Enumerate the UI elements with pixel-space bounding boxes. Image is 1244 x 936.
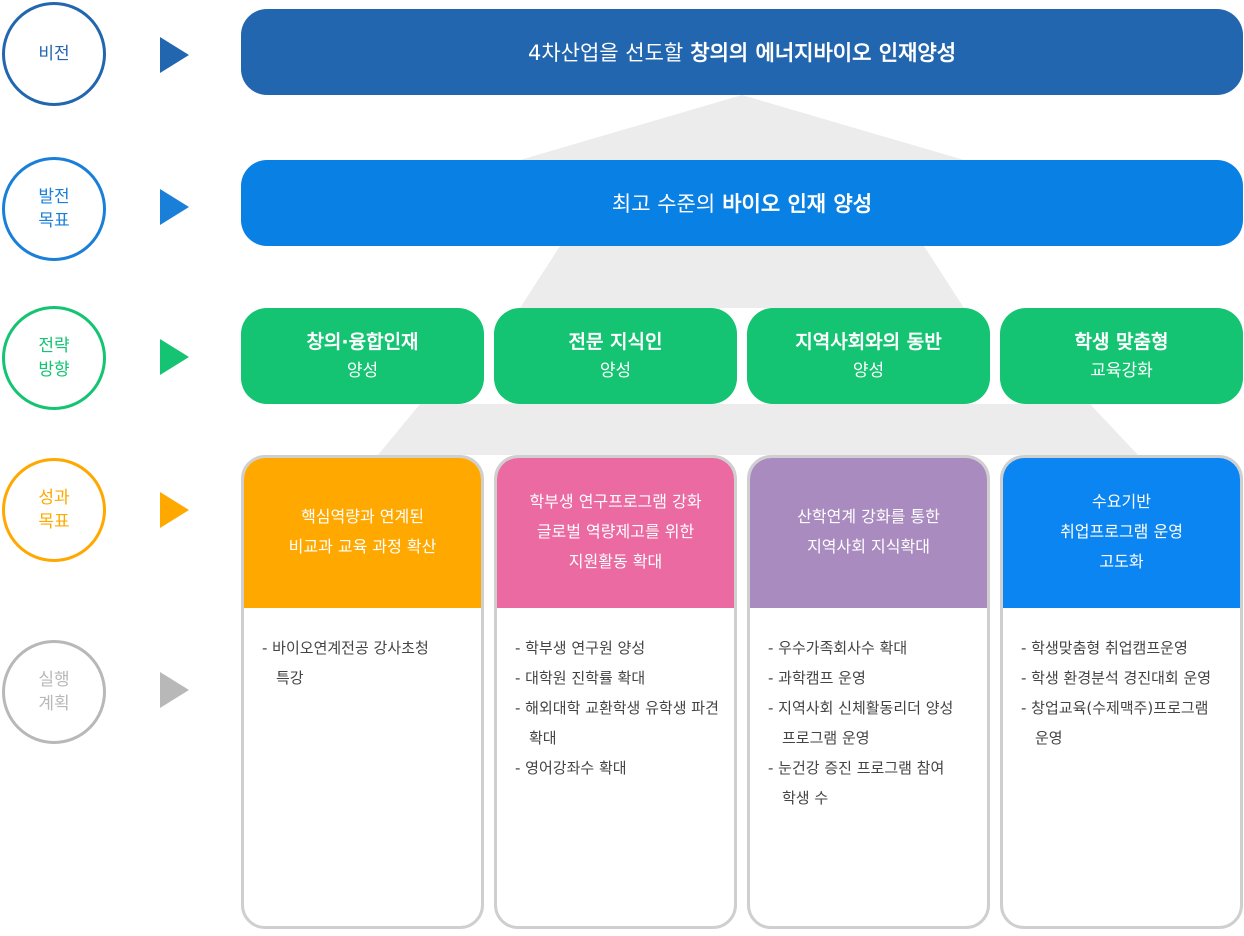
row-circle-strategy: 전략 방향 [2, 306, 106, 410]
strategy-box: 학생 맞춤형 교육강화 [1000, 308, 1243, 404]
plan-column: 수요기반 취업프로그램 운영 고도화 - 학생맞춤형 취업캠프운영 - 학생 환… [1000, 455, 1243, 929]
strategy-subtitle: 양성 [346, 361, 379, 381]
strategy-title: 학생 맞춤형 [1074, 331, 1169, 353]
strategy-title: 전문 지식인 [568, 331, 663, 353]
row-circle-outcome: 성과 목표 [2, 458, 106, 562]
goal-bar: 최고 수준의 바이오 인재 양성 [241, 160, 1243, 246]
list-item: - 학생 환경분석 경진대회 운영 [1021, 669, 1212, 687]
plan-column: 핵심역량과 연계된 비교과 교육 과정 확산 - 바이오연계전공 강사초청 특강 [241, 455, 484, 929]
vision-bar: 4차산업을 선도할 창의의 에너지바이오 인재양성 [241, 9, 1243, 95]
list-item: - 지역사회 신체활동리더 양성 프로그램 운영 [768, 699, 954, 747]
list-item: - 우수가족회사수 확대 [768, 639, 908, 657]
arrow-icon [160, 492, 189, 528]
arrow-icon [160, 672, 189, 708]
strategy-box: 전문 지식인 양성 [494, 308, 737, 404]
strategy-box: 지역사회와의 동반 양성 [747, 308, 990, 404]
goal-bold-text: 바이오 인재 양성 [722, 192, 873, 216]
strategy-title: 창의·융합인재 [306, 331, 419, 353]
plan-list: - 학부생 연구원 양성 - 대학원 진학률 확대 - 해외대학 교환학생 유학… [515, 633, 728, 783]
arrow-icon [160, 37, 189, 73]
list-item: - 영어강좌수 확대 [515, 759, 627, 777]
plan-list: - 바이오연계전공 강사초청 특강 [262, 633, 475, 693]
outcome-goal-header: 핵심역량과 연계된 비교과 교육 과정 확산 [244, 458, 481, 608]
vision-text: 4차산업을 선도할 [527, 41, 684, 65]
list-item: - 대학원 진학률 확대 [515, 669, 646, 687]
outcome-goal-header: 산학연계 강화를 통한 지역사회 지식확대 [750, 458, 987, 608]
plan-column: 학부생 연구프로그램 강화 글로벌 역량제고를 위한 지원활동 확대 - 학부생… [494, 455, 737, 929]
list-item: - 과학캠프 운영 [768, 669, 866, 687]
list-item: - 학부생 연구원 양성 [515, 639, 646, 657]
list-item: - 학생맞춤형 취업캠프운영 [1021, 639, 1188, 657]
row-circle-goal: 발전 목표 [2, 157, 106, 261]
list-item: - 바이오연계전공 강사초청 특강 [262, 639, 429, 687]
arrow-icon [160, 189, 189, 225]
vision-bold-text: 창의의 에너지바이오 인재양성 [690, 41, 957, 65]
row-circle-vision: 비전 [2, 2, 106, 106]
plan-column: 산학연계 강화를 통한 지역사회 지식확대 - 우수가족회사수 확대 - 과학캠… [747, 455, 990, 929]
list-item: - 해외대학 교환학생 유학생 파견 확대 [515, 699, 719, 747]
strategy-box: 창의·융합인재 양성 [241, 308, 484, 404]
plan-list: - 우수가족회사수 확대 - 과학캠프 운영 - 지역사회 신체활동리더 양성 … [768, 633, 981, 813]
plan-list: - 학생맞춤형 취업캠프운영 - 학생 환경분석 경진대회 운영 - 창업교육(… [1021, 633, 1234, 753]
arrow-icon [160, 339, 189, 375]
list-item: - 눈건강 증진 프로그램 참여 학생 수 [768, 759, 945, 807]
goal-text: 최고 수준의 [611, 192, 716, 216]
strategy-subtitle: 교육강화 [1090, 361, 1153, 381]
strategy-subtitle: 양성 [852, 361, 885, 381]
row-circle-plan: 실행 계획 [2, 640, 106, 744]
outcome-goal-header: 학부생 연구프로그램 강화 글로벌 역량제고를 위한 지원활동 확대 [497, 458, 734, 608]
strategy-title: 지역사회와의 동반 [795, 331, 942, 353]
strategy-subtitle: 양성 [599, 361, 632, 381]
outcome-goal-header: 수요기반 취업프로그램 운영 고도화 [1003, 458, 1240, 608]
list-item: - 창업교육(수제맥주)프로그램 운영 [1021, 699, 1209, 747]
